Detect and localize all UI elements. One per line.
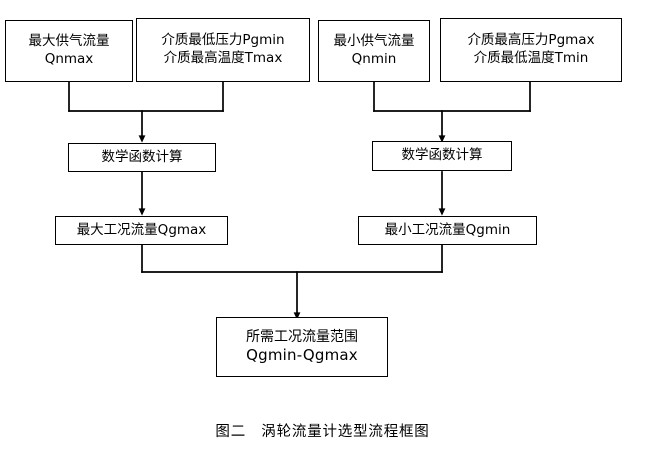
- node-max-supply-flow-line1: 最大供气流量: [28, 33, 110, 50]
- node-calc-right[interactable]: 数学函数计算: [372, 141, 512, 171]
- node-min-supply-flow-line1: 最小供气流量: [333, 33, 415, 50]
- figure-caption: 图二 涡轮流量计选型流程框图: [215, 424, 430, 440]
- node-min-supply-flow-line2: Qnmin: [351, 51, 397, 67]
- node-min-pressure-max-temp[interactable]: 介质最低压力Pgmin 介质最高温度Tmax: [136, 18, 310, 82]
- node-max-pressure-min-temp-line1: 介质最高压力Pgmax: [467, 32, 595, 49]
- node-calc-right-label: 数学函数计算: [401, 147, 483, 164]
- edge-group-bottom-merge: [141, 244, 443, 320]
- node-final-range-line1: 所需工况流量范围: [246, 328, 358, 345]
- node-min-supply-flow[interactable]: 最小供气流量 Qnmin: [318, 20, 430, 82]
- node-result-max[interactable]: 最大工况流量Qgmax: [55, 216, 228, 245]
- node-result-max-label: 最大工况流量Qgmax: [76, 221, 207, 238]
- node-max-pressure-min-temp[interactable]: 介质最高压力Pgmax 介质最低温度Tmin: [440, 18, 622, 82]
- node-max-pressure-min-temp-line2: 介质最低温度Tmin: [473, 50, 589, 66]
- node-max-supply-flow[interactable]: 最大供气流量 Qnmax: [5, 20, 133, 82]
- edge-group-left-merge: [68, 81, 224, 143]
- node-calc-left[interactable]: 数学函数计算: [68, 143, 216, 172]
- node-min-pressure-max-temp-line2: 介质最高温度Tmax: [163, 50, 283, 66]
- node-calc-left-label: 数学函数计算: [101, 148, 183, 165]
- node-final-range-line2: Qgmin-Qgmax: [246, 346, 358, 365]
- node-min-pressure-max-temp-line1: 介质最低压力Pgmin: [161, 32, 285, 49]
- edge-group-calc-to-result: [138, 171, 446, 216]
- node-max-supply-flow-line2: Qnmax: [44, 51, 94, 67]
- edge-group-right-merge: [373, 81, 531, 143]
- node-result-min-label: 最小工况流量Qgmin: [384, 221, 511, 238]
- node-final-range[interactable]: 所需工况流量范围 Qgmin-Qgmax: [216, 317, 388, 377]
- node-result-min[interactable]: 最小工况流量Qgmin: [358, 216, 537, 245]
